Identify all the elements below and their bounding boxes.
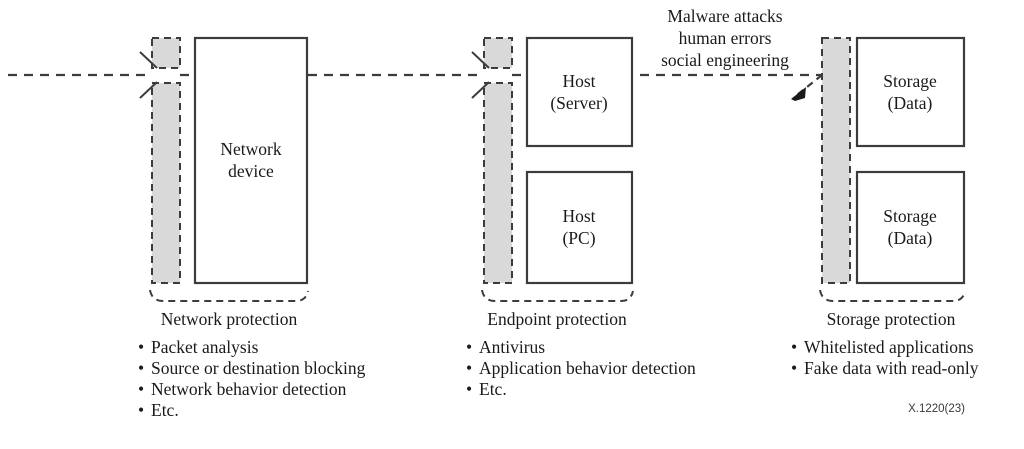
host-server-label-line2: (Server) bbox=[550, 93, 608, 113]
host-pc-box bbox=[525, 170, 634, 285]
network-bullet-2-marker: • bbox=[138, 379, 144, 399]
figure-reference-label: X.1220(23) bbox=[908, 403, 965, 415]
zone-network: Network device Network protection • Pack… bbox=[138, 36, 366, 420]
endpoint-bullet-1-marker: • bbox=[466, 358, 472, 378]
network-protection-barrier bbox=[139, 37, 181, 284]
network-barrier-upper bbox=[151, 37, 181, 69]
threat-note-line-0: Malware attacks bbox=[667, 6, 782, 26]
network-bullet-0: Packet analysis bbox=[151, 337, 259, 357]
storage-bullet-list: • Whitelisted applications • Fake data w… bbox=[791, 337, 979, 378]
threat-note: Malware attacks human errors social engi… bbox=[661, 6, 789, 70]
storage-bullet-0-marker: • bbox=[791, 337, 797, 357]
network-device-label-line2: device bbox=[228, 161, 274, 181]
storage-data-1-label-line1: Storage bbox=[883, 71, 937, 91]
storage-data-2-box bbox=[855, 170, 966, 285]
network-barrier-lower bbox=[151, 82, 181, 284]
endpoint-bullet-2: Etc. bbox=[479, 379, 507, 399]
storage-protection-barrier bbox=[821, 37, 851, 284]
storage-data-2-label-line2: (Data) bbox=[888, 228, 933, 248]
attack-path-dashed-line bbox=[8, 73, 823, 101]
network-device-box bbox=[193, 36, 309, 285]
storage-data-2-label-line1: Storage bbox=[883, 206, 937, 226]
node-network-device: Network device bbox=[193, 36, 309, 285]
network-bullet-0-marker: • bbox=[138, 337, 144, 357]
endpoint-break-mark-upper-icon bbox=[471, 51, 490, 69]
endpoint-barrier-upper bbox=[483, 37, 513, 69]
host-pc-label-line2: (PC) bbox=[562, 228, 595, 248]
network-bullet-list: • Packet analysis • Source or destinatio… bbox=[138, 337, 366, 420]
network-bullet-3: Etc. bbox=[151, 400, 179, 420]
network-bullet-2: Network behavior detection bbox=[151, 379, 347, 399]
storage-bullet-1: Fake data with read-only bbox=[804, 358, 979, 378]
network-group-bracket bbox=[149, 289, 309, 302]
threat-note-line-1: human errors bbox=[679, 28, 772, 48]
network-bullet-1-marker: • bbox=[138, 358, 144, 378]
storage-bullet-1-marker: • bbox=[791, 358, 797, 378]
node-host-server: Host (Server) bbox=[525, 36, 634, 148]
storage-data-1-label-line2: (Data) bbox=[888, 93, 933, 113]
node-host-pc: Host (PC) bbox=[525, 170, 634, 285]
endpoint-bullet-list: • Antivirus • Application behavior detec… bbox=[466, 337, 696, 399]
zone-endpoint: Host (Server) Host (PC) Endpoint protect… bbox=[466, 36, 696, 399]
endpoint-bullet-0-marker: • bbox=[466, 337, 472, 357]
endpoint-group-bracket bbox=[481, 289, 634, 302]
network-group-label: Network protection bbox=[161, 309, 298, 329]
node-storage-data-1: Storage (Data) bbox=[855, 36, 966, 148]
endpoint-bullet-1: Application behavior detection bbox=[479, 358, 696, 378]
endpoint-protection-barrier bbox=[471, 37, 513, 284]
network-bullet-1: Source or destination blocking bbox=[151, 358, 366, 378]
attack-arrowhead-icon bbox=[791, 87, 806, 101]
endpoint-group-label: Endpoint protection bbox=[487, 309, 627, 329]
host-server-label-line1: Host bbox=[562, 71, 595, 91]
endpoint-bullet-2-marker: • bbox=[466, 379, 472, 399]
threat-note-line-2: social engineering bbox=[661, 50, 789, 70]
network-bullet-3-marker: • bbox=[138, 400, 144, 420]
storage-group-bracket bbox=[819, 289, 966, 302]
zone-storage: Storage (Data) Storage (Data) Storage pr… bbox=[791, 36, 979, 378]
endpoint-break-mark-lower-icon bbox=[471, 81, 490, 99]
storage-group-label: Storage protection bbox=[827, 309, 956, 329]
endpoint-barrier-lower bbox=[483, 82, 513, 284]
network-break-mark-upper-icon bbox=[139, 51, 158, 69]
network-device-label-line1: Network bbox=[220, 139, 281, 159]
node-storage-data-2: Storage (Data) bbox=[855, 170, 966, 285]
host-pc-label-line1: Host bbox=[562, 206, 595, 226]
storage-data-1-box bbox=[855, 36, 966, 148]
endpoint-bullet-0: Antivirus bbox=[479, 337, 545, 357]
storage-bullet-0: Whitelisted applications bbox=[804, 337, 974, 357]
host-server-box bbox=[525, 36, 634, 148]
network-break-mark-lower-icon bbox=[139, 81, 158, 99]
